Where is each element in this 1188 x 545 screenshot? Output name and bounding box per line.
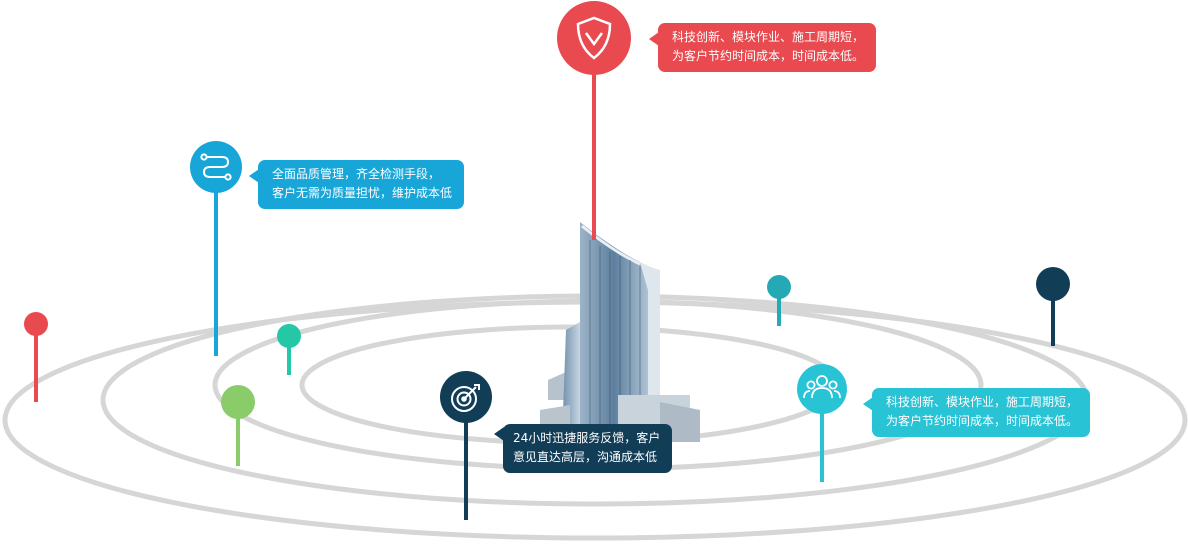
shield-icon-pin (557, 1, 631, 75)
callout-top: 科技创新、模块作业、施工周期短， 为客户节约时间成本，时间成本低。 (648, 23, 877, 72)
route-icon-pin (190, 141, 242, 193)
target-icon-pin (440, 371, 492, 423)
callout-left-line2: 客户无需为质量担忧，维护成本低 (272, 186, 453, 200)
team-icon-pin (797, 364, 847, 414)
team-icon (803, 375, 841, 399)
red-pin-left (24, 312, 48, 336)
callout-center-line1: 24小时迅捷服务反馈，客户 (513, 431, 661, 445)
navy-pin-right (1036, 267, 1070, 301)
shield-icon (576, 16, 612, 60)
callout-right-line1: 科技创新、模块作业，施工周期短， (886, 395, 1079, 409)
callout-left: 全面品质管理，齐全检测手段， 客户无需为质量担忧，维护成本低 (248, 160, 465, 209)
teal-pin (277, 324, 301, 348)
callout-right: 科技创新、模块作业，施工周期短， 为客户节约时间成本，时间成本低。 (862, 388, 1091, 437)
route-icon (200, 153, 232, 181)
callout-left-line1: 全面品质管理，齐全检测手段， (272, 167, 441, 181)
callout-top-line1: 科技创新、模块作业、施工周期短， (672, 30, 865, 44)
green-pin (221, 385, 255, 419)
callout-top-line2: 为客户节约时间成本，时间成本低。 (672, 49, 865, 63)
target-icon (451, 384, 480, 412)
callout-center-line2: 意见直达高层，沟通成本低 (513, 450, 658, 464)
turquoise-pin (767, 275, 791, 299)
callout-right-line2: 为客户节约时间成本，时间成本低。 (886, 414, 1079, 428)
callout-center: 24小时迅捷服务反馈，客户 意见直达高层，沟通成本低 (493, 424, 673, 473)
